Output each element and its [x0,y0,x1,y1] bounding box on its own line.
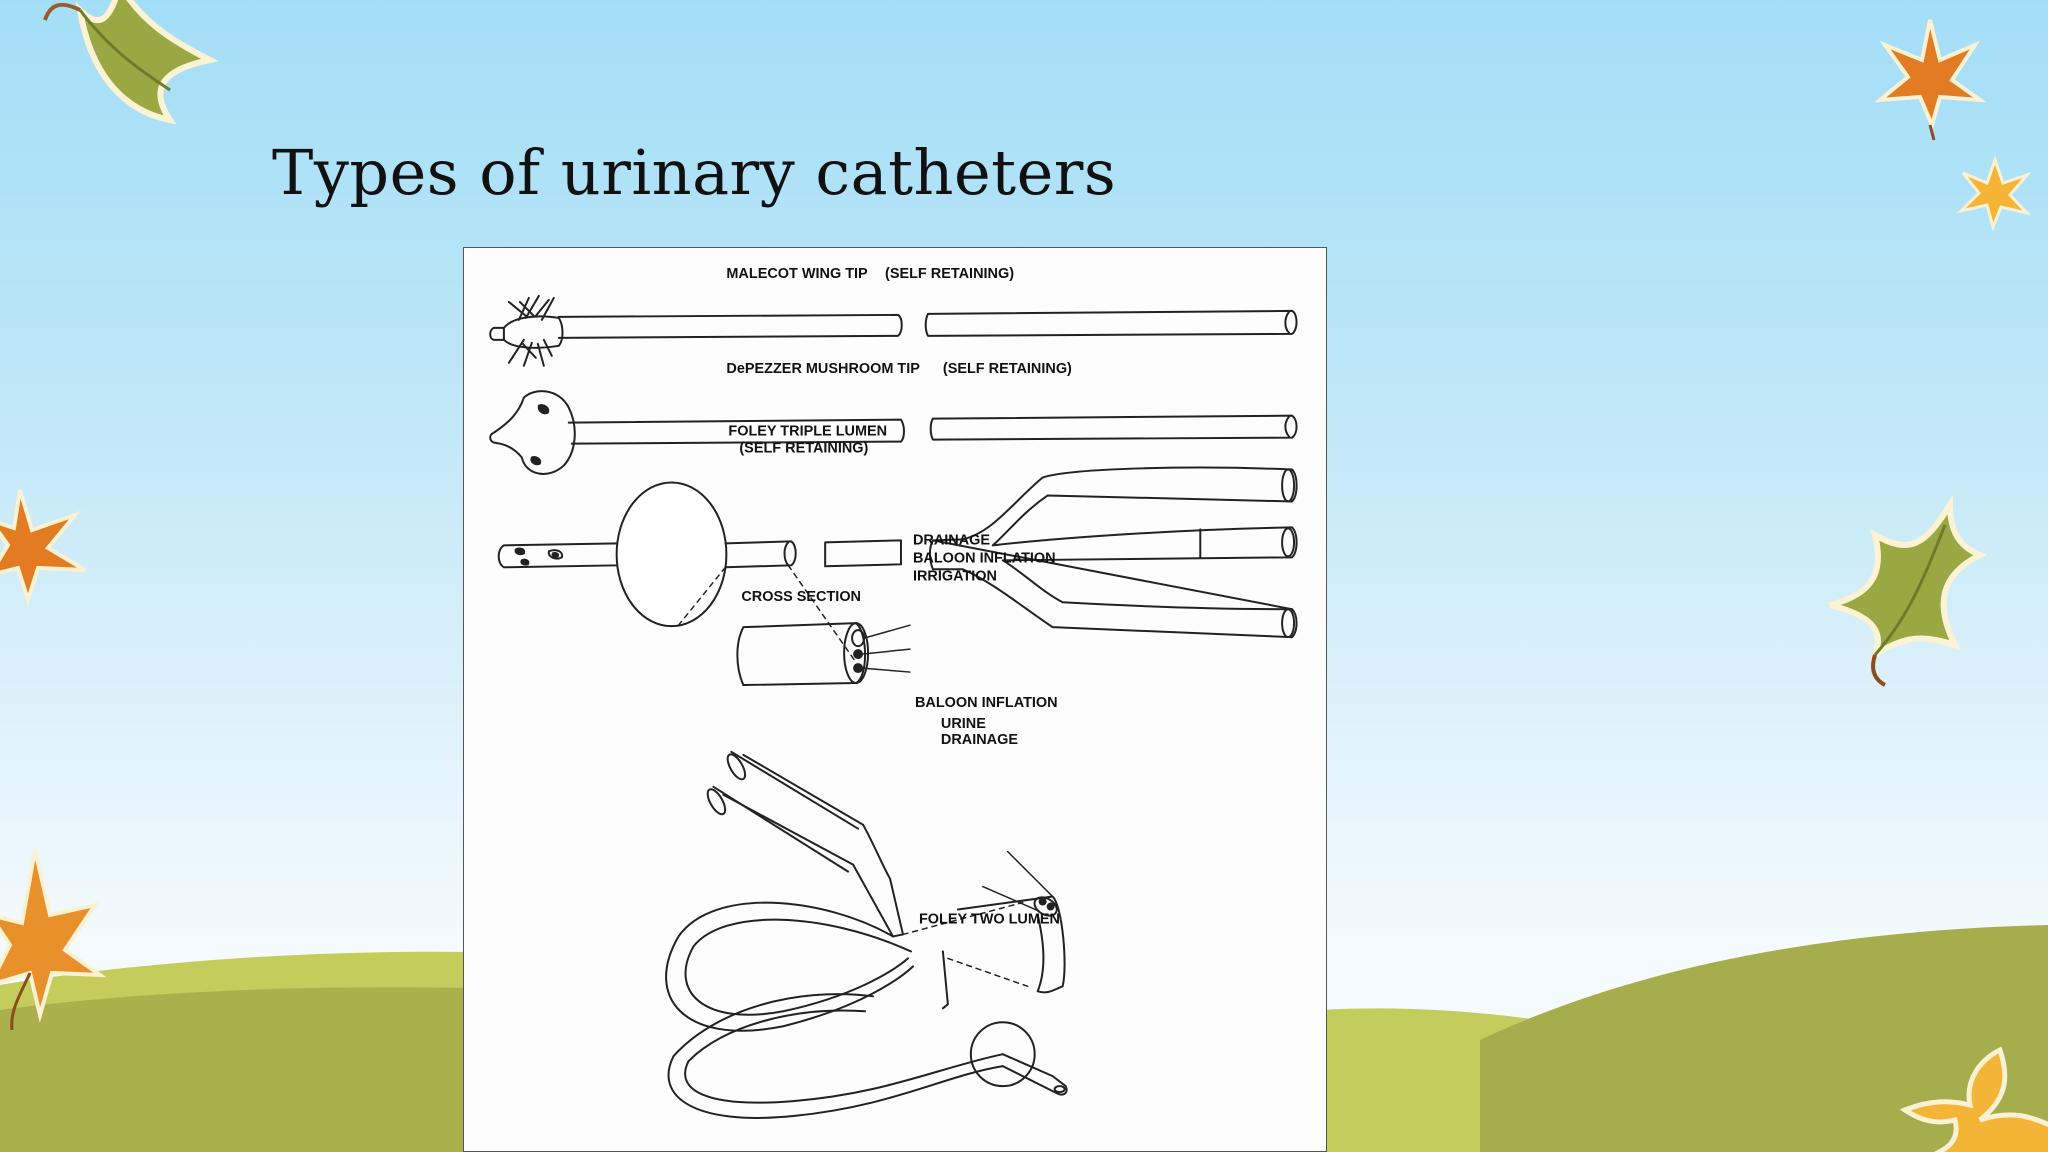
yellow-leaf-bottom-right-icon [1900,1040,2048,1152]
foley-triple-note: (SELF RETAINING) [739,441,868,457]
yellow-leaf-top-right-icon [1955,155,2035,230]
depezzer-label: DePEZZER MUSHROOM TIP [726,361,920,377]
slide-title: Types of urinary catheters [272,136,1117,209]
two-lumen-baloon-inflation-label: BALOON INFLATION [915,695,1058,711]
baloon-inflation-label: BALOON INFLATION [913,550,1056,566]
catheter-diagram: MALECOT WING TIP (SELF RETAINING) DePEZZ… [489,266,1298,1119]
malecot-note: (SELF RETAINING) [885,266,1014,282]
foley-triple-label: FOLEY TRIPLE LUMEN [728,424,887,440]
cross-section [677,564,911,687]
right-hill-front [1480,925,2048,1152]
cross-section-label: CROSS SECTION [741,589,861,605]
foley-two-lumen-label: FOLEY TWO LUMEN [919,911,1060,927]
malecot-catheter [489,294,1298,367]
foley-two-lumen-catheter [665,750,1068,1119]
orange-leaf-top-right-icon [1870,15,1990,145]
urine-drainage-label: DRAINAGE [941,732,1018,748]
depezzer-note: (SELF RETAINING) [943,361,1072,377]
green-leaf-right-icon [1815,495,1990,690]
orange-leaf-left-icon [0,480,100,610]
urine-label: URINE [941,716,986,732]
depezzer-catheter [489,390,1298,475]
green-leaf-top-left-icon [20,0,260,140]
orange-leaf-bottom-left-icon [0,845,110,1035]
drainage-label: DRAINAGE [913,532,990,548]
irrigation-label: IRRIGATION [913,568,997,584]
malecot-label: MALECOT WING TIP [726,266,868,282]
left-hill-shade [0,987,470,1152]
foley-triple-lumen-catheter [497,466,1298,639]
catheter-figure-panel: MALECOT WING TIP (SELF RETAINING) DePEZZ… [463,247,1327,1152]
